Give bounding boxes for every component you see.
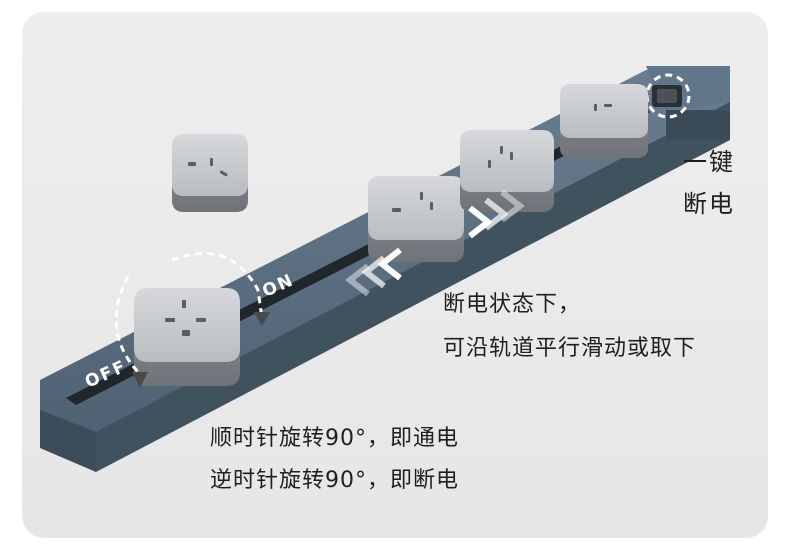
slide-right-chevrons: [468, 189, 525, 239]
caption-power-off-line1: 一键: [683, 148, 735, 176]
socket-third: [460, 130, 554, 212]
socket-fourth: [560, 84, 648, 158]
slide-left-chevrons: [345, 247, 402, 297]
loose-socket: [172, 134, 248, 212]
socket-rotating: [134, 288, 240, 386]
caption-slide-line1: 断电状态下，: [443, 292, 582, 317]
rotation-arrows: [114, 252, 270, 388]
socket-middle: [368, 176, 464, 262]
caption-slide-line2: 可沿轨道平行滑动或取下: [443, 336, 697, 361]
caption-rotate-on: 顺时针旋转90°，即通电: [210, 426, 459, 451]
caption-rotate-off: 逆时针旋转90°，即断电: [210, 468, 459, 493]
caption-power-off-line2: 断电: [683, 190, 735, 218]
